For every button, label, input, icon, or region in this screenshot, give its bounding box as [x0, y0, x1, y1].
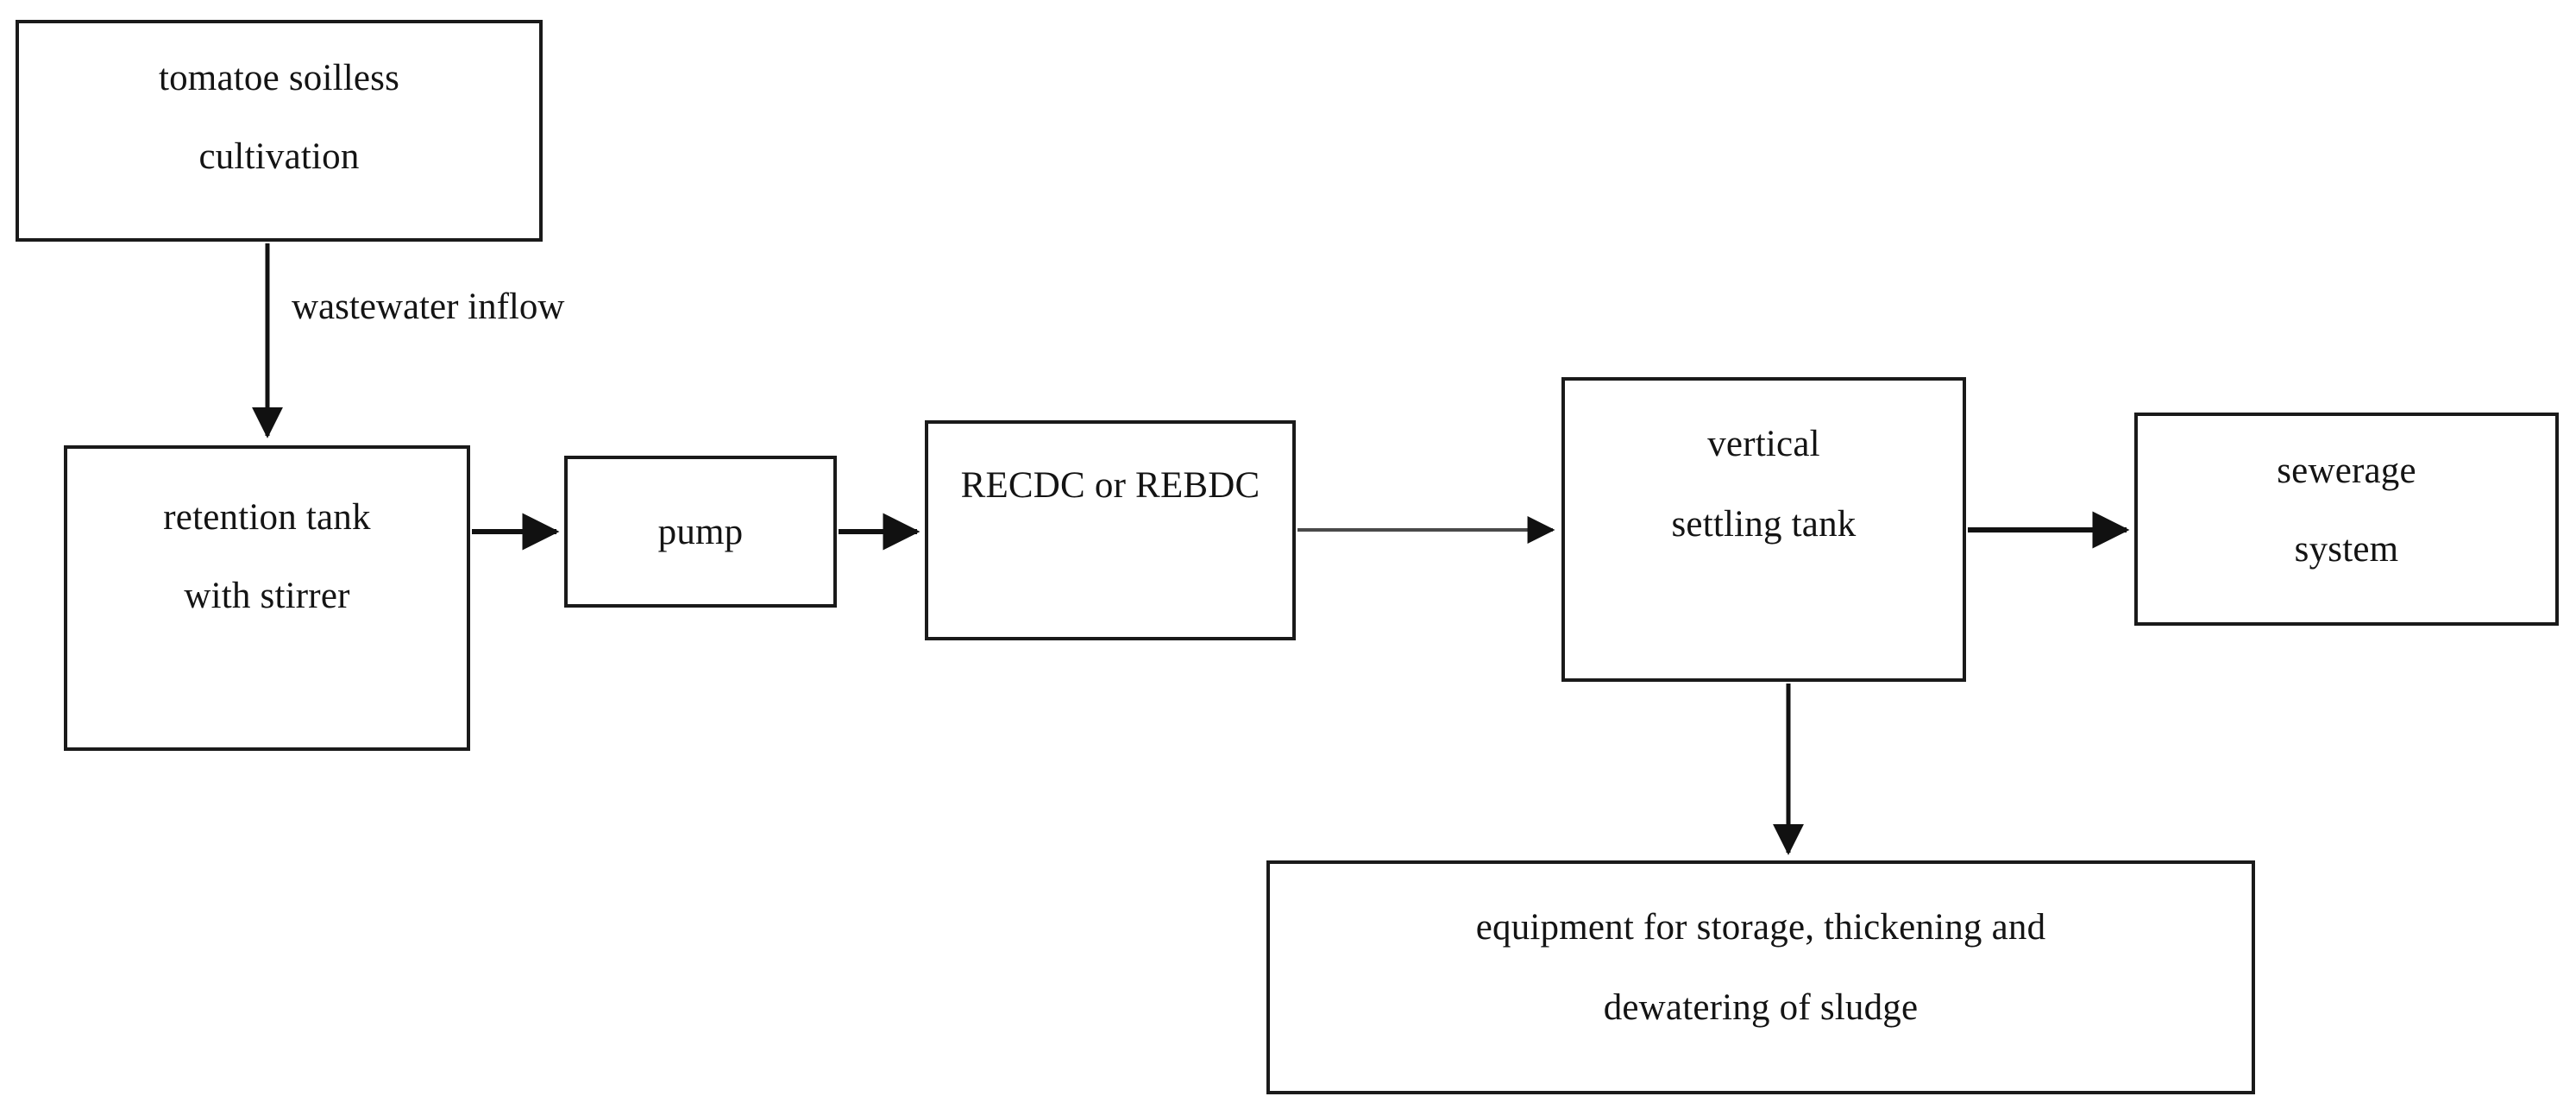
- node-label-line: RECDC or REBDC: [960, 465, 1260, 506]
- node-label-line: settling tank: [1671, 504, 1857, 545]
- node-recdc-or-rebdc[interactable]: RECDC or REBDC: [925, 420, 1296, 640]
- node-label-line: equipment for storage, thickening and: [1475, 907, 2046, 948]
- node-label-line: sewerage: [2277, 451, 2416, 491]
- node-vertical-settling-tank[interactable]: vertical settling tank: [1561, 377, 1966, 682]
- node-label-line: dewatering of sludge: [1603, 987, 1919, 1028]
- node-label-line: system: [2294, 529, 2399, 570]
- node-sewerage-system[interactable]: sewerage system: [2134, 413, 2559, 626]
- node-equipment-for-sludge[interactable]: equipment for storage, thickening and de…: [1266, 860, 2255, 1094]
- node-pump[interactable]: pump: [564, 456, 837, 608]
- node-retention-tank-with-stirrer[interactable]: retention tank with stirrer: [64, 445, 470, 751]
- node-label-line: pump: [657, 511, 744, 552]
- node-tomatoe-soilless-cultivation[interactable]: tomatoe soilless cultivation: [16, 20, 543, 242]
- node-label-line: vertical: [1707, 424, 1820, 464]
- node-label-line: with stirrer: [184, 576, 350, 616]
- node-label-line: tomatoe soilless: [158, 58, 400, 98]
- node-label-line: retention tank: [163, 497, 371, 538]
- edge-label-wastewater-inflow: wastewater inflow: [292, 287, 565, 327]
- node-label-line: cultivation: [198, 136, 360, 177]
